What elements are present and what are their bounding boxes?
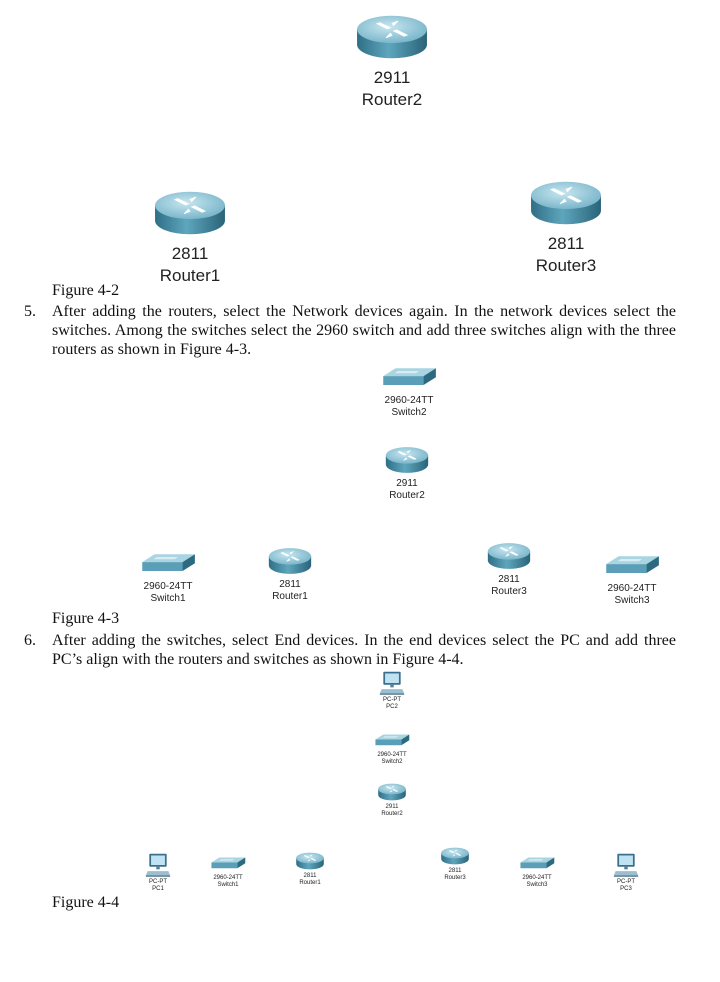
router3-name: Router3 (444, 874, 466, 881)
router1-name: Router1 (159, 265, 221, 285)
switch-icon (604, 554, 660, 582)
figure-4-4-caption: Figure 4-4 (52, 894, 120, 911)
router-icon (440, 846, 470, 866)
step-5-number: 5. (24, 303, 36, 320)
router1-device: 2811 Router1 (260, 546, 320, 602)
router1-device: 2811 Router1 (292, 851, 328, 887)
switch3-name: Switch3 (526, 881, 548, 888)
switch2-model: 2960-24TT (377, 752, 407, 758)
router3-model: 2811 (448, 868, 462, 874)
switch2-device: 2960-24TT Switch2 (374, 366, 444, 418)
switch3-name: Switch3 (614, 594, 650, 606)
router2-device: 2911 Router2 (352, 12, 432, 109)
switch3-model: 2960-24TT (607, 583, 657, 594)
router2-device: 2911 Router2 (377, 445, 437, 501)
pc2-name: PC2 (386, 703, 398, 710)
router-icon (354, 12, 430, 62)
router3-device: 2811 Router3 (479, 541, 539, 597)
switch3-device: 2960-24TT Switch3 (597, 554, 667, 606)
router2-device: 2911 Router2 (374, 782, 410, 818)
router-icon (528, 178, 604, 228)
router3-name: Router3 (535, 255, 597, 275)
router2-model: 2911 (373, 68, 411, 87)
switch1-name: Switch1 (217, 881, 239, 888)
pc3-name: PC3 (620, 885, 632, 892)
switch1-model: 2960-24TT (143, 581, 193, 592)
pc1-device: PC-PT PC1 (138, 852, 178, 893)
pc2-model: PC-PT (383, 697, 401, 703)
router3-model: 2811 (547, 234, 585, 253)
pc-icon (145, 852, 171, 878)
switch1-device: 2960-24TT Switch1 (133, 552, 203, 604)
switch-icon (210, 856, 246, 874)
pc3-model: PC-PT (617, 879, 635, 885)
router1-device: 2811 Router1 (150, 188, 230, 285)
figure-4-3-caption: Figure 4-3 (52, 610, 120, 627)
pc2-device: PC-PT PC2 (372, 670, 412, 711)
router2-model: 2911 (385, 804, 399, 810)
switch1-name: Switch1 (150, 592, 186, 604)
router2-model: 2911 (396, 478, 418, 489)
switch2-model: 2960-24TT (384, 395, 434, 406)
router2-name: Router2 (361, 89, 423, 109)
step-5: 5. After adding the routers, select the … (24, 302, 676, 359)
router3-device: 2811 Router3 (526, 178, 606, 275)
switch3-device: 2960-24TT Switch3 (515, 856, 559, 889)
switch-icon (374, 733, 410, 751)
router-icon (295, 851, 325, 871)
router2-name: Router2 (381, 810, 403, 817)
router3-device: 2811 Router3 (437, 846, 473, 882)
router-icon (152, 188, 228, 238)
pc-icon (613, 852, 639, 878)
step-6-text: After adding the switches, select End de… (52, 632, 676, 668)
switch1-device: 2960-24TT Switch1 (206, 856, 250, 889)
step-6-number: 6. (24, 632, 36, 649)
switch-icon (519, 856, 555, 874)
figure-4-2-caption: Figure 4-2 (52, 282, 120, 299)
switch3-model: 2960-24TT (522, 875, 552, 881)
router3-model: 2811 (498, 574, 520, 585)
router3-name: Router3 (491, 585, 527, 597)
switch-icon (381, 366, 437, 394)
router1-name: Router1 (272, 590, 308, 602)
router1-name: Router1 (299, 879, 321, 886)
router1-model: 2811 (171, 244, 209, 263)
switch2-name: Switch2 (391, 406, 427, 418)
switch-icon (140, 552, 196, 580)
switch1-model: 2960-24TT (213, 875, 243, 881)
pc-icon (379, 670, 405, 696)
switch2-name: Switch2 (381, 758, 403, 765)
router-icon (377, 782, 407, 802)
router1-model: 2811 (303, 873, 317, 879)
pc1-name: PC1 (152, 885, 164, 892)
router-icon (267, 546, 313, 576)
router-icon (486, 541, 532, 571)
switch2-device: 2960-24TT Switch2 (370, 733, 414, 766)
step-5-text: After adding the routers, select the Net… (52, 303, 676, 358)
pc3-device: PC-PT PC3 (606, 852, 646, 893)
pc1-model: PC-PT (149, 879, 167, 885)
router2-name: Router2 (389, 489, 425, 501)
step-6: 6. After adding the switches, select End… (24, 631, 676, 669)
router1-model: 2811 (279, 579, 301, 590)
router-icon (384, 445, 430, 475)
